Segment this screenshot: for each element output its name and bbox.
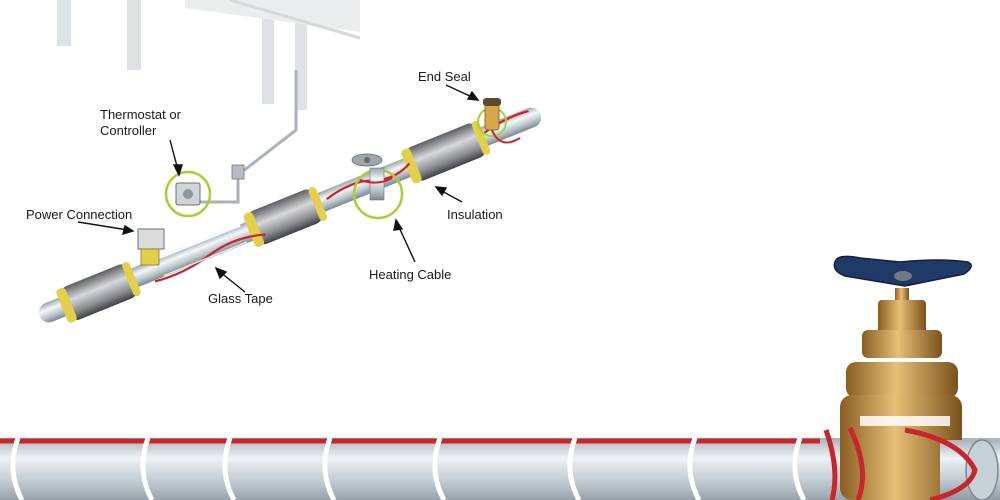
end-seal — [477, 98, 521, 144]
small-valve — [351, 153, 404, 220]
background-piping — [57, 0, 361, 110]
glass-tape-label: Glass Tape — [208, 291, 273, 306]
thermostat-device — [164, 170, 212, 218]
heating-cable-label: Heating Cable — [369, 267, 452, 282]
thermostat-label-line2: Controller — [100, 123, 157, 138]
end-seal-label: End Seal — [418, 69, 471, 84]
callout-arrows — [77, 84, 480, 293]
diagram-pipe — [38, 107, 542, 323]
gate-valve — [823, 255, 1000, 500]
power-connection-label: Power Connection — [26, 207, 133, 222]
insulation-label: Insulation — [447, 207, 503, 222]
power-connection-box — [137, 228, 165, 266]
thermostat-label: Thermostat or Controller — [100, 107, 210, 139]
thermostat-label-line1: Thermostat or — [100, 107, 181, 122]
